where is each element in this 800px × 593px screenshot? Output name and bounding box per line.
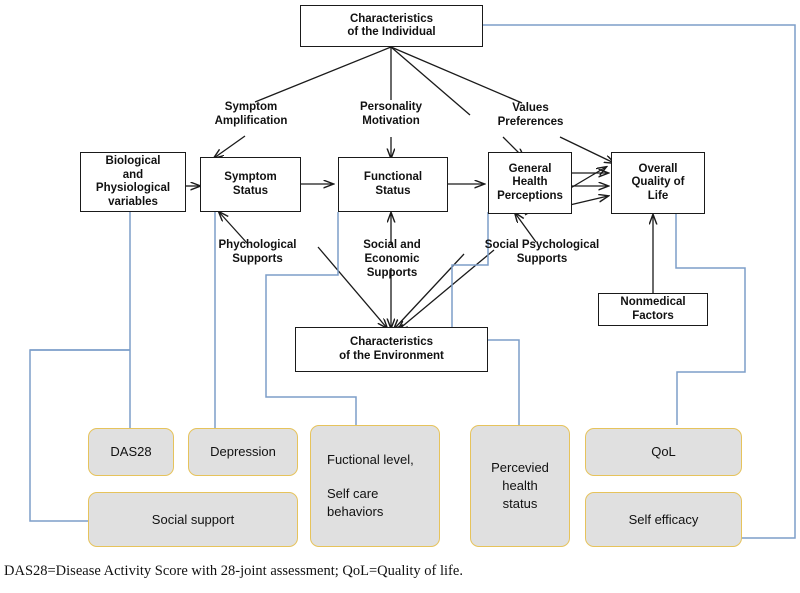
label-line: Economic xyxy=(364,253,420,265)
connector-qol xyxy=(675,212,746,425)
node-line: Functional xyxy=(363,171,423,183)
label-line: Phychological xyxy=(218,239,297,251)
node-line: Life xyxy=(647,189,669,202)
measure-das28[interactable]: DAS28 xyxy=(88,428,174,476)
node-line: Status xyxy=(375,184,411,197)
measure-social-support[interactable]: Social support xyxy=(88,492,298,547)
measure-self-efficacy[interactable]: Self efficacy xyxy=(585,492,742,547)
node-line: of the Individual xyxy=(347,26,436,38)
node-line: variables xyxy=(108,195,158,208)
values-preferences-arrow-2 xyxy=(559,136,614,163)
label-line: Amplification xyxy=(214,115,288,127)
label-line: Supports xyxy=(232,253,283,265)
node-line: Characteristics xyxy=(349,336,434,348)
label-line: Values xyxy=(512,102,549,114)
label-line: Social Psychological xyxy=(484,239,600,251)
label-social-economic-supports: Social and Economic Supports xyxy=(346,238,438,280)
node-line: Health xyxy=(512,176,548,189)
node-general-health-perceptions[interactable]: General Health Perceptions xyxy=(488,152,572,214)
node-line: Quality of xyxy=(631,176,685,189)
label-line: Preferences xyxy=(497,116,564,128)
node-biological-physiological[interactable]: Biological and Physiological variables xyxy=(80,152,186,212)
label-line: Motivation xyxy=(362,115,420,127)
node-line: Nonmedical xyxy=(620,296,686,308)
label-symptom-amplification: Symptom Amplification xyxy=(186,100,316,128)
mediator-down-arrows xyxy=(214,135,614,163)
measure-line: Social support xyxy=(151,511,235,527)
label-line: Symptom xyxy=(224,101,278,113)
label-line: Supports xyxy=(366,267,418,279)
phychological-supports-arrow xyxy=(219,212,248,244)
node-characteristics-environment[interactable]: Characteristics of the Environment xyxy=(295,327,488,372)
label-values-preferences: Values Preferences xyxy=(470,101,591,129)
support-up-arrows xyxy=(219,212,653,299)
measure-line: status xyxy=(502,496,538,511)
node-line: and xyxy=(122,168,144,181)
measure-line: Self care xyxy=(327,486,379,501)
measure-depression[interactable]: Depression xyxy=(188,428,298,476)
social-psychological-supports-arrow xyxy=(515,213,537,243)
measure-line: Depression xyxy=(210,444,276,459)
node-line: Perceptions xyxy=(497,189,563,202)
label-phychological-supports: Phychological Supports xyxy=(194,238,321,266)
connector-functional-selfcare xyxy=(265,212,357,425)
measure-functional-level-self-care[interactable]: Fuctional level, Self care behaviors xyxy=(310,425,440,547)
connector-ghp-perceived-health xyxy=(451,212,520,425)
measure-line: Self efficacy xyxy=(628,511,699,527)
node-nonmedical-factors[interactable]: Nonmedical Factors xyxy=(598,293,708,326)
node-line: of the Environment xyxy=(339,349,444,362)
node-symptom-status[interactable]: Symptom Status xyxy=(200,157,301,212)
measure-line: Fuctional level, xyxy=(327,452,414,467)
measure-line: DAS28 xyxy=(110,444,152,459)
measure-perceived-health-status[interactable]: Percevied health status xyxy=(470,425,570,547)
node-overall-quality-of-life[interactable]: Overall Quality of Life xyxy=(611,152,705,214)
measure-line: QoL xyxy=(651,444,676,459)
node-line: Factors xyxy=(632,309,674,322)
node-line: Characteristics xyxy=(349,12,434,25)
individual-fanout-arrows xyxy=(254,46,523,116)
node-line: Status xyxy=(232,184,269,197)
node-functional-status[interactable]: Functional Status xyxy=(338,157,448,212)
node-characteristics-individual[interactable]: Characteristics of the Individual xyxy=(300,5,483,47)
measure-line: health xyxy=(502,478,538,493)
node-line: Symptom xyxy=(224,171,277,183)
node-line: Overall xyxy=(638,162,678,175)
node-line: Physiological xyxy=(95,182,171,194)
measure-line: Percevied xyxy=(491,460,549,475)
label-personality-motivation: Personality Motivation xyxy=(331,100,451,128)
symptom-amplification-arrow xyxy=(214,135,246,158)
node-line: General xyxy=(508,162,552,175)
node-line: Biological xyxy=(105,155,161,167)
figure-caption: DAS28=Disease Activity Score with 28-joi… xyxy=(4,563,463,579)
label-line: Supports xyxy=(516,253,568,265)
label-line: Social and xyxy=(363,239,421,251)
label-social-psychological-supports: Social Psychological Supports xyxy=(460,238,624,266)
measure-line: behaviors xyxy=(327,504,384,519)
label-line: Personality xyxy=(360,101,422,113)
measure-qol[interactable]: QoL xyxy=(585,428,742,476)
